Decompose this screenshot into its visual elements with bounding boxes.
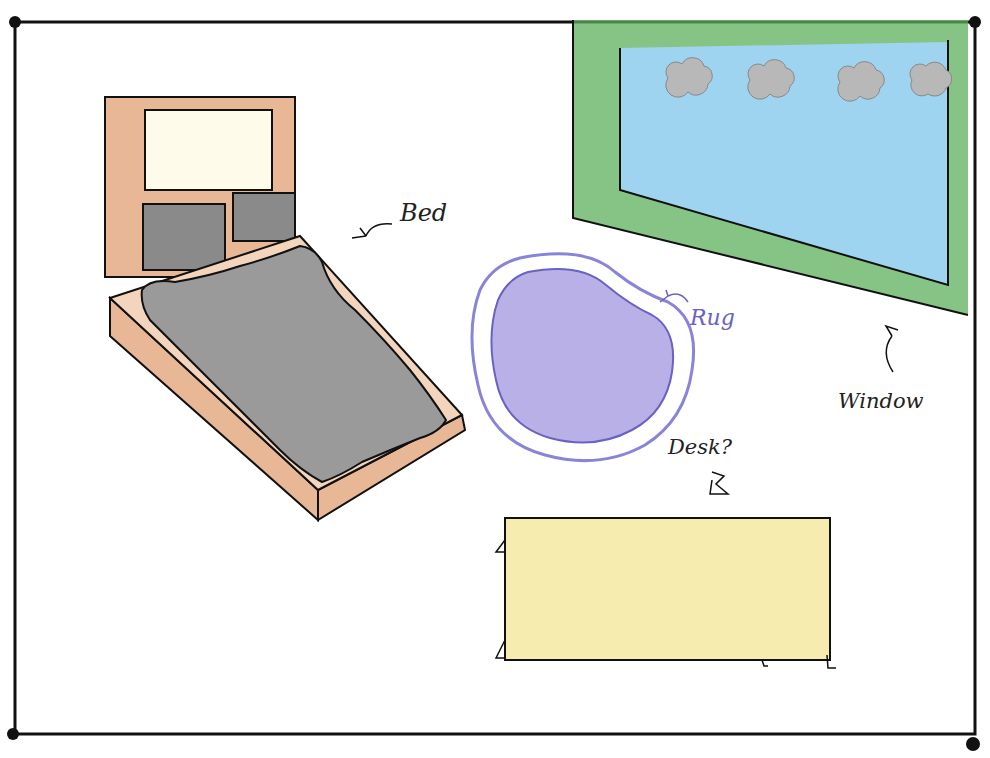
pillow <box>233 193 295 241</box>
corner-dot <box>7 728 19 740</box>
window-glass <box>620 42 948 285</box>
cloud <box>910 62 952 96</box>
desk-label: Desk? <box>668 436 732 459</box>
bed-label: Bed <box>400 200 447 226</box>
window-label: Window <box>838 390 924 413</box>
pillow <box>143 204 225 270</box>
cloud <box>838 62 884 102</box>
leader-arrow <box>710 472 728 494</box>
bed-blanket <box>142 246 446 482</box>
cloud <box>748 60 794 100</box>
cloud <box>666 58 712 98</box>
bed-mattress <box>110 236 462 490</box>
desk <box>505 518 830 660</box>
window-frame <box>573 20 968 315</box>
rug-label: Rug <box>690 306 735 330</box>
window-inner-outline <box>620 40 948 285</box>
leader-arrow <box>660 290 688 302</box>
corner-dot <box>969 16 981 28</box>
clouds <box>666 58 952 102</box>
corner-dot <box>966 737 980 751</box>
headboard-panel <box>145 110 272 190</box>
corner-dot <box>9 16 21 28</box>
window-outline <box>573 20 968 315</box>
leader-arrow <box>886 326 898 372</box>
rug-outer <box>472 254 694 461</box>
room-wall <box>15 22 975 734</box>
desk-legs <box>496 540 836 668</box>
leader-arrow <box>352 224 392 238</box>
rug <box>491 269 673 443</box>
